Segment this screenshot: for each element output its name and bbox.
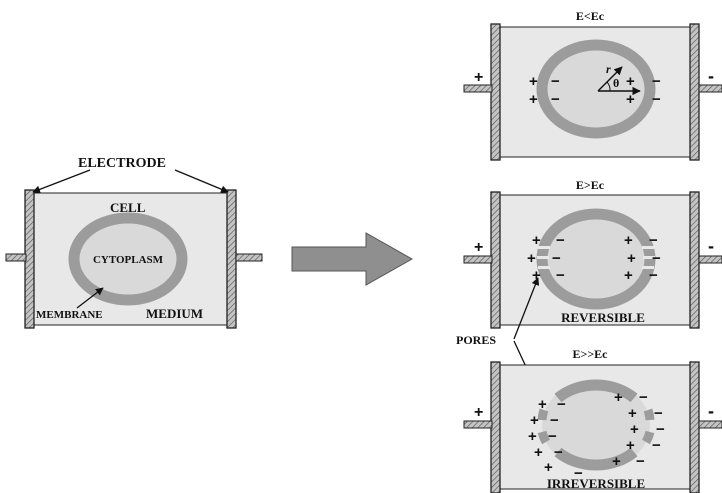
bottom-charge-plus-3: + [528, 428, 537, 445]
medium-label: MEDIUM [146, 306, 203, 321]
membrane-fragment-right-2 [642, 430, 655, 445]
bottom-charge-minus-3: − [548, 428, 557, 445]
transition-arrow [291, 232, 414, 286]
bottom-charge-minus-2: − [550, 412, 559, 429]
cytoplasm-label: CYTOPLASM [93, 254, 164, 266]
bottom-charge-minus-5: − [574, 465, 583, 482]
middle-charge-plus-2: + [527, 250, 536, 267]
bottom-charge-plus-5: + [544, 459, 553, 476]
radius-symbol: r [606, 62, 611, 76]
pore [643, 256, 655, 259]
middle-charge-minus-1: − [556, 232, 565, 249]
membrane-pointer [76, 287, 104, 309]
bottom-terminal-plus: + [474, 404, 483, 421]
left-terminal-right [235, 253, 263, 262]
middle-charge-plus-3: + [532, 267, 541, 284]
membrane-label: MEMBRANE [36, 309, 103, 321]
bottom-terminal-right [698, 420, 722, 429]
middle-terminal-plus: + [474, 239, 483, 256]
top-terminal-plus: + [474, 69, 483, 86]
middle-charge-minus-6: − [649, 267, 658, 284]
membrane-fragment-right-1 [643, 408, 655, 421]
middle-charge-minus-2: − [552, 250, 561, 267]
bottom-charge-plus-2: + [530, 412, 539, 429]
bottom-terminal-minus: - [708, 401, 714, 421]
top-charge-minus-1: − [551, 73, 560, 90]
panel-bottom-title: E>>Ec [572, 347, 608, 361]
membrane-fragment-left-1 [537, 408, 549, 421]
membrane-fragment-bottom [554, 447, 638, 471]
membrane-fragment-left-2 [537, 430, 550, 445]
bottom-charge-plus-9: + [626, 437, 635, 454]
middle-charge-minus-5: − [652, 250, 661, 267]
bottom-cytoplasm [542, 380, 650, 470]
bottom-charge-plus-7: + [628, 405, 637, 422]
top-charge-plus-2: + [529, 91, 538, 108]
panel-middle-title: E>Ec [576, 178, 605, 192]
pore [538, 246, 550, 249]
radius-vector [597, 66, 623, 92]
top-charge-plus-1: + [529, 73, 538, 90]
panel-top-title: E<Ec [576, 9, 605, 23]
pores-pointer-upper [513, 277, 540, 340]
panel-far-above-critical: E>>Ec + - + − + − + − + − + − + − + − + … [463, 347, 722, 493]
top-charge-plus-4: + [626, 91, 635, 108]
bottom-electrode-right [689, 361, 700, 493]
bottom-charge-plus-8: + [630, 421, 639, 438]
bottom-charge-minus-6: − [639, 389, 648, 406]
top-charge-minus-3: − [652, 73, 661, 90]
bottom-charge-plus-4: + [534, 444, 543, 461]
middle-electrode-right [689, 191, 700, 329]
bottom-charge-minus-9: − [652, 437, 661, 454]
top-cell [536, 39, 656, 139]
bottom-terminal-left [463, 420, 493, 429]
middle-charge-minus-4: − [649, 232, 658, 249]
cell-label: CELL [110, 200, 146, 215]
middle-charge-minus-3: − [556, 267, 565, 284]
middle-terminal-right [698, 255, 722, 264]
middle-terminal-left [463, 255, 493, 264]
top-terminal-minus: - [708, 66, 714, 86]
top-charge-minus-4: − [652, 91, 661, 108]
electrode-label: ELECTRODE [78, 156, 166, 171]
theta-symbol: θ [613, 76, 619, 90]
membrane-fragment-top [554, 379, 638, 403]
reversible-label: REVERSIBLE [561, 310, 645, 325]
middle-charge-plus-4: + [624, 232, 633, 249]
pore [537, 256, 549, 259]
bottom-charge-minus-7: − [654, 405, 663, 422]
pore [642, 266, 654, 269]
bottom-charge-minus-4: − [554, 444, 563, 461]
bottom-charge-plus-1: + [538, 396, 547, 413]
panel-below-critical: E<Ec + - + − + − + − + − r θ [463, 9, 722, 161]
bottom-charge-plus-10: + [612, 453, 621, 470]
middle-charge-plus-6: + [624, 267, 633, 284]
left-terminal-left [5, 253, 27, 262]
bottom-charge-minus-1: − [557, 396, 566, 413]
bottom-charge-minus-10: − [636, 453, 645, 470]
left-cell [68, 212, 188, 306]
top-terminal-right [698, 84, 722, 93]
left-electrode-right [226, 189, 237, 329]
middle-terminal-minus: - [708, 236, 714, 256]
middle-charge-plus-1: + [532, 232, 541, 249]
irreversible-label: IRREVERSIBLE [547, 476, 645, 491]
electrode-pointer-right [174, 169, 229, 193]
middle-charge-plus-5: + [627, 250, 636, 267]
electrode-pointer-left [32, 169, 91, 194]
top-charge-minus-2: − [551, 91, 560, 108]
panel-above-critical: E>Ec + - + − + − + − + − + − + − REVERSI… [463, 178, 722, 329]
bottom-charge-plus-6: + [614, 389, 623, 406]
top-electrode-right [689, 23, 700, 161]
pore [642, 246, 654, 249]
theta-arc [606, 81, 611, 92]
bottom-charge-minus-8: − [656, 421, 665, 438]
pore [538, 266, 550, 269]
top-terminal-left [463, 84, 493, 93]
pores-label: PORES [456, 333, 496, 347]
left-cell-diagram: ELECTRODE CELL CYTOPLASM MEMBRANE MEDIUM [5, 156, 263, 329]
top-charge-plus-3: + [626, 73, 635, 90]
